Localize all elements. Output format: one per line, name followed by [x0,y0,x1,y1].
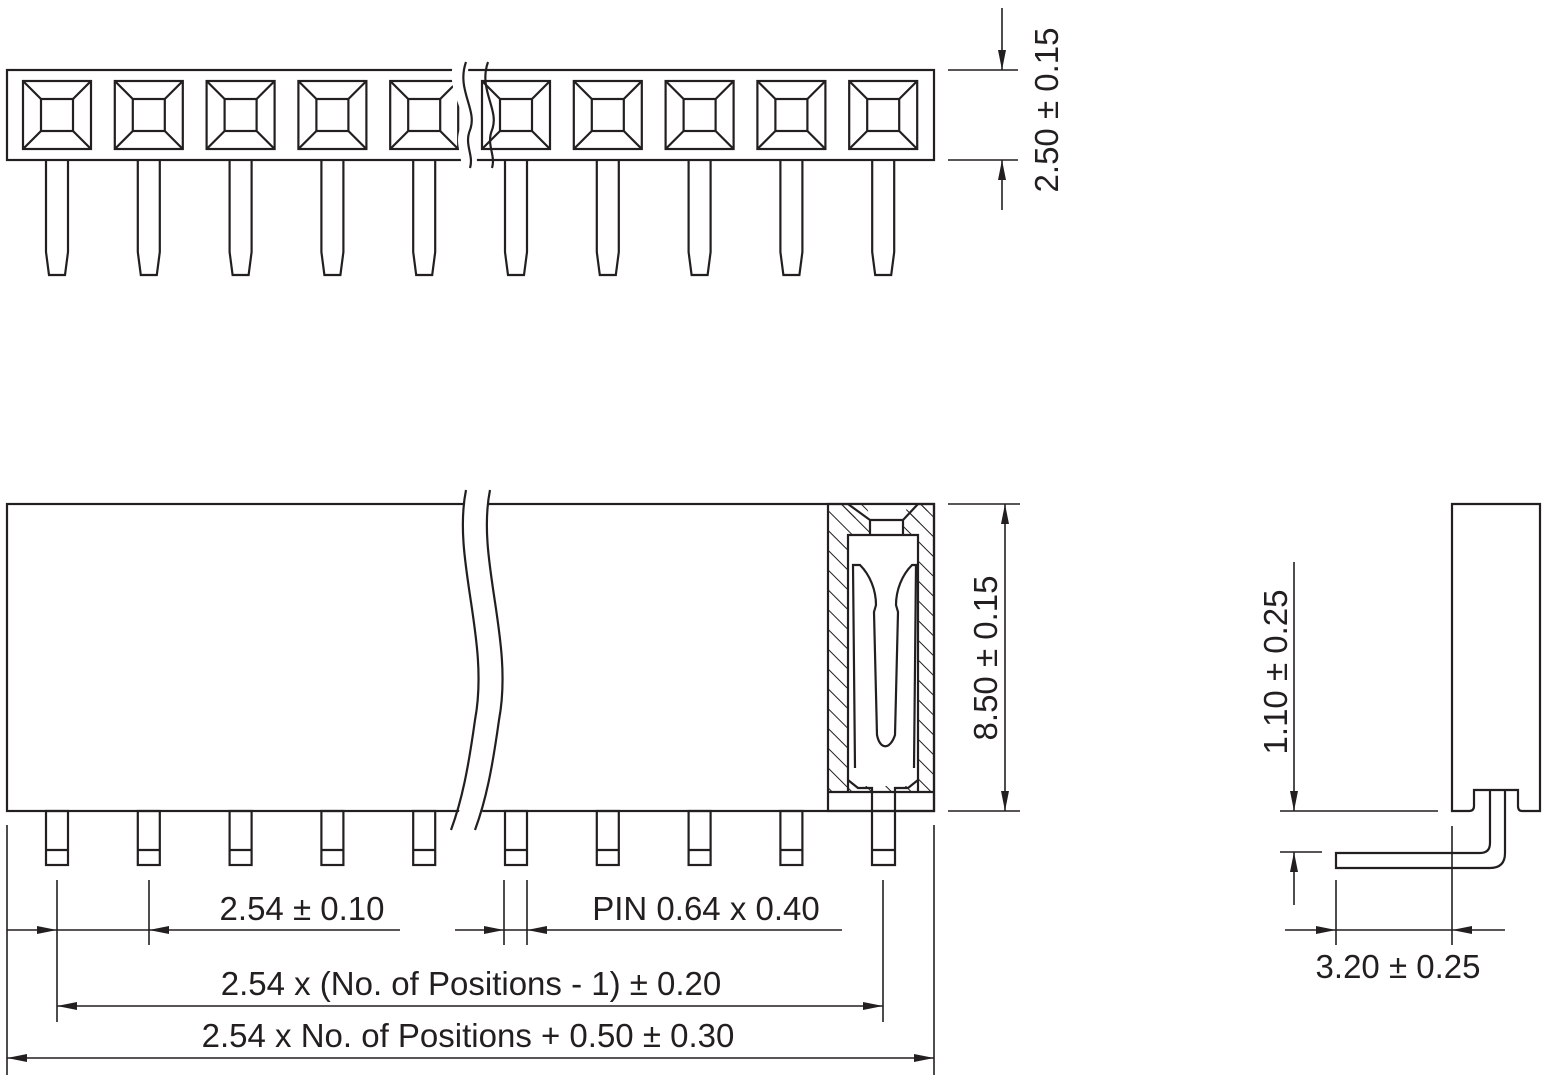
bottom-dimensions: 2.54 ± 0.10 PIN 0.64 x 0.40 2.54 x (No. … [6,825,935,1075]
pitch-label: 2.54 ± 0.10 [220,890,385,927]
section-view [826,502,936,867]
pin-offset-label: 3.20 ± 0.25 [1316,948,1481,985]
pocket [848,79,919,151]
dim-top-height: 2.50 ± 0.15 [948,8,1065,210]
svg-text:8.50 ± 0.15: 8.50 ± 0.15 [967,576,1004,741]
pin [687,160,712,277]
pin [136,809,161,867]
pocket [664,79,735,151]
top-pockets [21,79,919,151]
pin [871,160,896,277]
break-symbol-top [451,59,495,171]
pocket [389,79,460,151]
pin [503,809,529,867]
overall-length-label: 2.54 x No. of Positions + 0.50 ± 0.30 [202,1017,735,1054]
pin [595,809,620,867]
pin-span-label: 2.54 x (No. of Positions - 1) ± 0.20 [221,965,722,1002]
pocket [21,79,93,151]
pocket [297,79,368,151]
side-view [1334,502,1542,870]
svg-text:2.50 ± 0.15: 2.50 ± 0.15 [1028,28,1065,193]
pin [228,160,253,277]
front-view [5,489,936,867]
top-pins [44,160,896,277]
pin [320,160,345,277]
svg-text:1.10 ± 0.25: 1.10 ± 0.25 [1257,590,1294,755]
pin [595,160,620,277]
pin [503,160,529,277]
top-view [5,59,936,277]
pin [779,809,804,867]
dim-pin-offset: 3.20 ± 0.25 [1285,826,1505,985]
pin [44,809,70,867]
dim-body-height: 8.50 ± 0.15 [948,503,1020,812]
pin-size-label: PIN 0.64 x 0.40 [592,890,819,927]
pin [412,160,437,277]
top-height-label: 2.50 ± 0.15 [1028,28,1065,193]
front-pins [44,809,804,867]
pocket [756,79,827,151]
break-symbol-front [449,489,504,831]
dim-standoff: 1.10 ± 0.25 [1257,562,1438,905]
body-height-label: 8.50 ± 0.15 [967,576,1004,741]
pin [412,809,437,867]
pocket [480,79,552,151]
pocket [205,79,276,151]
pin [44,160,70,277]
pin [687,809,712,867]
pocket [113,79,184,151]
pin [228,809,253,867]
pocket [572,79,643,151]
pin [136,160,161,277]
pin [320,809,345,867]
pin [779,160,804,277]
standoff-label: 1.10 ± 0.25 [1257,590,1294,755]
